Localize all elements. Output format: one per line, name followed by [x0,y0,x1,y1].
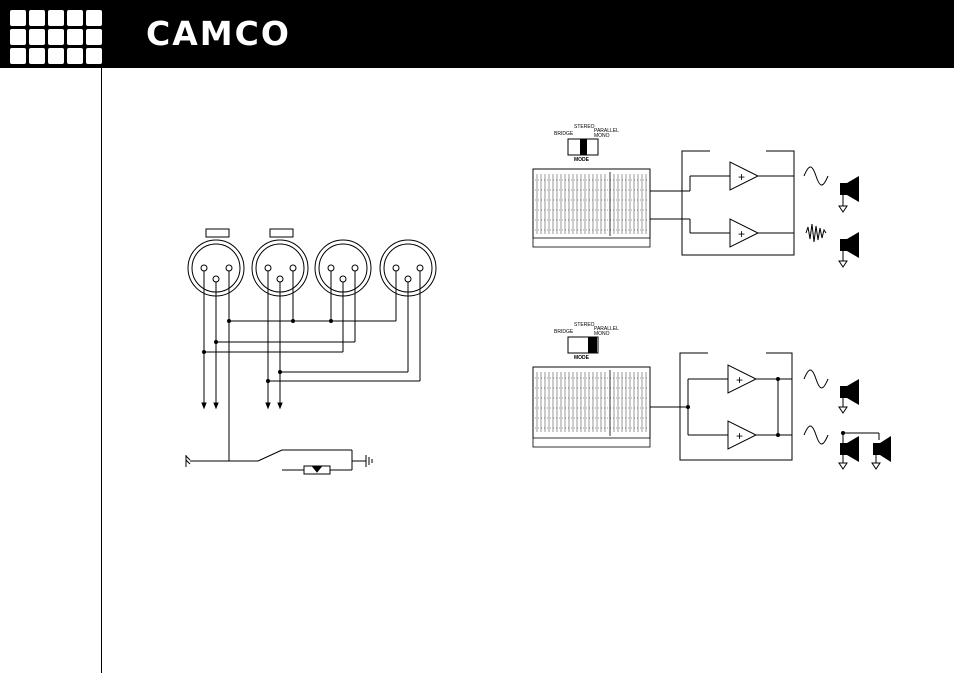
switch-label-stereo: STEREO [574,322,595,328]
speaker-icon [839,433,859,469]
amplifier-rear-panel-bottom [533,367,650,447]
switch-label-mode: MODE [574,355,590,361]
junction-dots [686,377,845,437]
speaker-icon [839,379,859,413]
amp-plus-symbol: + [736,373,743,387]
amp-channel-box-bottom [650,353,792,460]
sine-wave-icon [804,370,828,388]
sine-wave-icon [804,426,828,444]
mode-switch-bottom: BRIDGE STEREO PARALLEL MONO MODE [554,322,619,361]
amp-plus-symbol: + [736,429,743,443]
speaker-icon [872,436,891,469]
switch-label-bridge: BRIDGE [554,329,574,335]
switch-label-mono: MONO [594,331,610,337]
